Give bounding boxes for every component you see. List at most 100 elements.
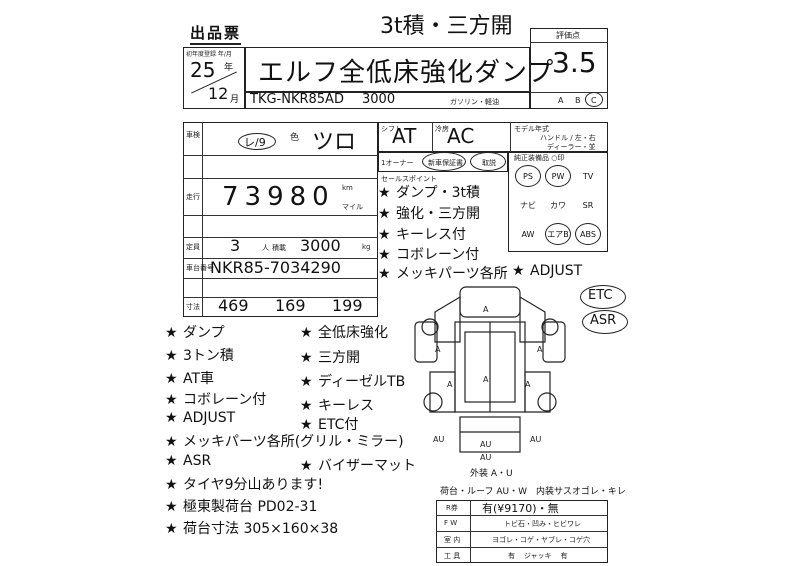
etc-badge <box>580 285 626 309</box>
star-icon: ★ <box>165 371 178 387</box>
color-value: ツロ <box>312 130 357 155</box>
vehicle-name-box <box>245 47 530 92</box>
model-code-box <box>245 92 530 109</box>
note-left-5: ★ADJUST <box>165 410 236 426</box>
equip-aw: AW <box>521 229 535 239</box>
equipment-box <box>508 152 608 252</box>
room-value: ヨゴレ・コゲ・ヤブレ・コゲ穴 <box>492 536 590 544</box>
star-icon: ★ <box>378 266 391 282</box>
sales-point-3: ★キーレス付 <box>378 227 466 243</box>
star-icon: ★ <box>165 453 178 469</box>
note-left-7: ★ASR <box>165 453 212 469</box>
mark-a4: A <box>447 380 453 389</box>
cargo-note: 荷台・ルーフ AU・W <box>440 487 527 497</box>
mark-a6: A <box>483 375 489 384</box>
mileage-value: 73980 <box>222 182 335 212</box>
star-icon: ★ <box>165 434 178 450</box>
fw-value: トビ石・凹み・ヒビワレ <box>504 520 581 528</box>
mileage-unit-km: km <box>342 184 353 192</box>
mark-a2: A <box>537 345 543 354</box>
height-value: 199 <box>332 296 363 315</box>
shaken-label: 車検 <box>186 131 200 139</box>
year-value: 25 <box>190 58 216 82</box>
star-icon: ★ <box>165 521 178 537</box>
note-left-3: ★AT車 <box>165 371 215 387</box>
recycle-label: R券 <box>446 504 458 512</box>
note-right-6: ★バイザーマット <box>300 458 416 474</box>
note-right-1: ★全低床強化 <box>300 325 388 341</box>
note-left-2: ★3トン積 <box>165 348 234 364</box>
equip-navi: ナビ <box>520 200 536 210</box>
star-icon: ★ <box>300 374 313 390</box>
equip-pw-circle <box>545 165 571 187</box>
sales-point-1: ★ダンプ・3t積 <box>378 185 480 201</box>
grade-c-circle <box>585 92 603 107</box>
month-unit: 月 <box>230 95 240 105</box>
sales-point-label: セールスポイント <box>381 175 437 183</box>
sheet-title: 出品票 <box>190 22 242 45</box>
note-right-3: ★ディーゼルTB <box>300 374 406 390</box>
note-left-1: ★ダンプ <box>165 325 225 341</box>
star-icon: ★ <box>378 185 391 201</box>
load-note: 3t積・三方開 <box>380 14 513 39</box>
handle-label: ハンドル / 左・右 <box>540 134 596 142</box>
load-unit: kg <box>362 243 371 251</box>
length-value: 469 <box>218 296 249 315</box>
chassis-label: 車台番号 <box>186 264 214 272</box>
score-value: 3.5 <box>552 46 597 79</box>
note-left-10: ★荷台寸法 305×160×38 <box>165 521 339 537</box>
load-value: 3000 <box>300 236 341 255</box>
star-icon: ★ <box>300 458 313 474</box>
star-icon: ★ <box>165 410 178 426</box>
shift-box <box>378 122 608 152</box>
exterior-note: 外装 A・U <box>470 469 513 479</box>
displacement: 3000 <box>362 92 396 107</box>
note-left-9: ★極東製荷台 PD02-31 <box>165 499 318 515</box>
interior-note: 内装サスオゴレ・キレ <box>536 487 626 497</box>
year-unit: 年 <box>224 63 234 73</box>
note-left-8: ★タイヤ9分山あります! <box>165 477 324 493</box>
equip-abs-circle <box>575 223 601 245</box>
mark-au4: AU <box>480 453 491 462</box>
grade-a: A <box>558 96 564 105</box>
sales-point-2: ★強化・三方開 <box>378 206 480 222</box>
capacity-value: 3 <box>230 236 241 255</box>
star-icon: ★ <box>378 227 391 243</box>
star-icon: ★ <box>165 348 178 364</box>
sales-point-6: ★ADJUST <box>512 263 583 279</box>
equip-kawa: カワ <box>550 200 566 210</box>
score-label: 評価点 <box>556 31 580 40</box>
capacity-label: 定員 <box>186 243 200 251</box>
load-label: 積載 <box>272 244 286 252</box>
vehicle-name: エルフ全低床強化ダンプ <box>258 58 555 88</box>
note-right-2: ★三方開 <box>300 350 360 366</box>
year-box <box>183 47 245 109</box>
shift-label: シフト <box>381 125 402 133</box>
fuel-label: ガソリン・軽油 <box>450 98 499 106</box>
truck-diagram: A A A A A A AU AU AU AU <box>414 286 566 462</box>
owner-label: 1オーナー <box>381 159 414 167</box>
tool-value: 有 ジャッキ 有 <box>508 552 568 560</box>
mark-au3: AU <box>480 440 491 449</box>
equip-tv: TV <box>582 171 594 181</box>
asr-badge <box>582 310 628 334</box>
ac-value: AC <box>447 124 475 148</box>
manual-circle <box>470 152 506 171</box>
shaken-circle <box>238 133 276 150</box>
chassis-value: NKR85-7034290 <box>210 258 341 277</box>
room-label: 室 内 <box>444 536 461 544</box>
fw-label: F W <box>444 519 458 527</box>
note-left-6: ★メッキパーツ各所(グリル・ミラー) <box>165 434 404 450</box>
note-left-4: ★コボレーン付 <box>165 392 267 408</box>
equip-sr: SR <box>582 200 594 210</box>
mark-a1: A <box>435 345 441 354</box>
grade-b: B <box>575 96 581 105</box>
equip-airbag-circle <box>545 223 571 245</box>
year-label: 初年度登録 年/月 <box>186 51 232 58</box>
asr-badge-text: ASR <box>590 313 617 328</box>
capacity-unit: 人 <box>262 244 269 252</box>
star-icon: ★ <box>165 499 178 515</box>
star-icon: ★ <box>300 417 313 433</box>
shift-value: AT <box>392 124 417 148</box>
star-icon: ★ <box>300 398 313 414</box>
